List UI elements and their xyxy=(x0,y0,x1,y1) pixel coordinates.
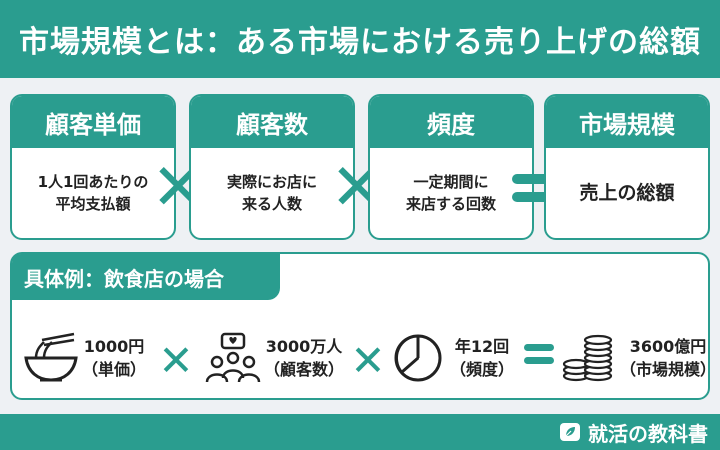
example-item-market-size: 3600億円 （市場規模） xyxy=(560,332,716,384)
title-bar: 市場規模とは：ある市場における売り上げの総額 xyxy=(0,0,720,78)
example-label: （頻度） xyxy=(450,360,515,379)
example-label: （市場規模） xyxy=(620,360,717,379)
coin-stack-icon xyxy=(562,334,613,382)
brand-name: 就活の教科書 xyxy=(588,421,708,446)
example-value: 3600億円 xyxy=(629,336,707,356)
multiply-icon: ✕ xyxy=(158,335,194,385)
card-market-size: 市場規模 売上の総額 xyxy=(544,94,710,240)
equals-icon xyxy=(524,342,554,366)
card-head: 市場規模 xyxy=(546,96,708,148)
card-customer-count: 顧客数 実際にお店に 来る人数 xyxy=(189,94,355,240)
equals-icon xyxy=(512,170,556,206)
example-panel: 具体例：飲食店の場合 1000円 （単価） ✕ 3000万人 （顧客数） ✕ xyxy=(10,252,716,400)
card-body: 一定期間に 来店する回数 xyxy=(370,148,532,238)
multiply-icon: ✕ xyxy=(350,335,386,385)
ramen-bowl-icon xyxy=(24,332,78,382)
page-title: 市場規模とは：ある市場における売り上げの総額 xyxy=(19,25,701,60)
card-head: 顧客数 xyxy=(191,96,353,148)
card-body-line: 売上の総額 xyxy=(579,181,675,204)
card-body-line: 実際にお店に xyxy=(226,172,317,191)
card-frequency: 頻度 一定期間に 来店する回数 xyxy=(368,94,534,240)
footer-bar: 就活の教科書 xyxy=(0,414,720,450)
example-heading: 具体例：飲食店の場合 xyxy=(12,254,280,300)
card-head: 頻度 xyxy=(370,96,532,148)
card-body-line: 一定期間に xyxy=(413,172,489,191)
example-item-customers: 3000万人 （顧客数） xyxy=(204,332,344,384)
people-group-icon xyxy=(205,332,261,383)
book-leaf-icon xyxy=(560,423,580,441)
example-label: （顧客数） xyxy=(264,360,345,379)
card-body-line: 来店する回数 xyxy=(405,195,496,213)
example-item-frequency: 年12回 （頻度） xyxy=(390,332,514,384)
card-head: 顧客単価 xyxy=(12,96,174,148)
example-item-price: 1000円 （単価） xyxy=(22,332,146,384)
card-body: 1人1回あたりの 平均支払額 xyxy=(12,148,174,238)
example-value: 1000円 xyxy=(83,336,145,356)
example-value: 3000万人 xyxy=(265,336,343,356)
brand-logo[interactable]: 就活の教科書 xyxy=(558,419,708,446)
card-body-line: 1人1回あたりの xyxy=(37,172,149,191)
card-body-line: 平均支払額 xyxy=(55,195,131,213)
clock-pie-icon xyxy=(394,334,442,382)
card-body-line: 来る人数 xyxy=(241,195,302,213)
card-customer-unit-price: 顧客単価 1人1回あたりの 平均支払額 xyxy=(10,94,176,240)
example-value: 年12回 xyxy=(454,336,510,356)
card-body: 実際にお店に 来る人数 xyxy=(191,148,353,238)
example-label: （単価） xyxy=(82,360,147,379)
card-body: 売上の総額 xyxy=(546,148,708,238)
